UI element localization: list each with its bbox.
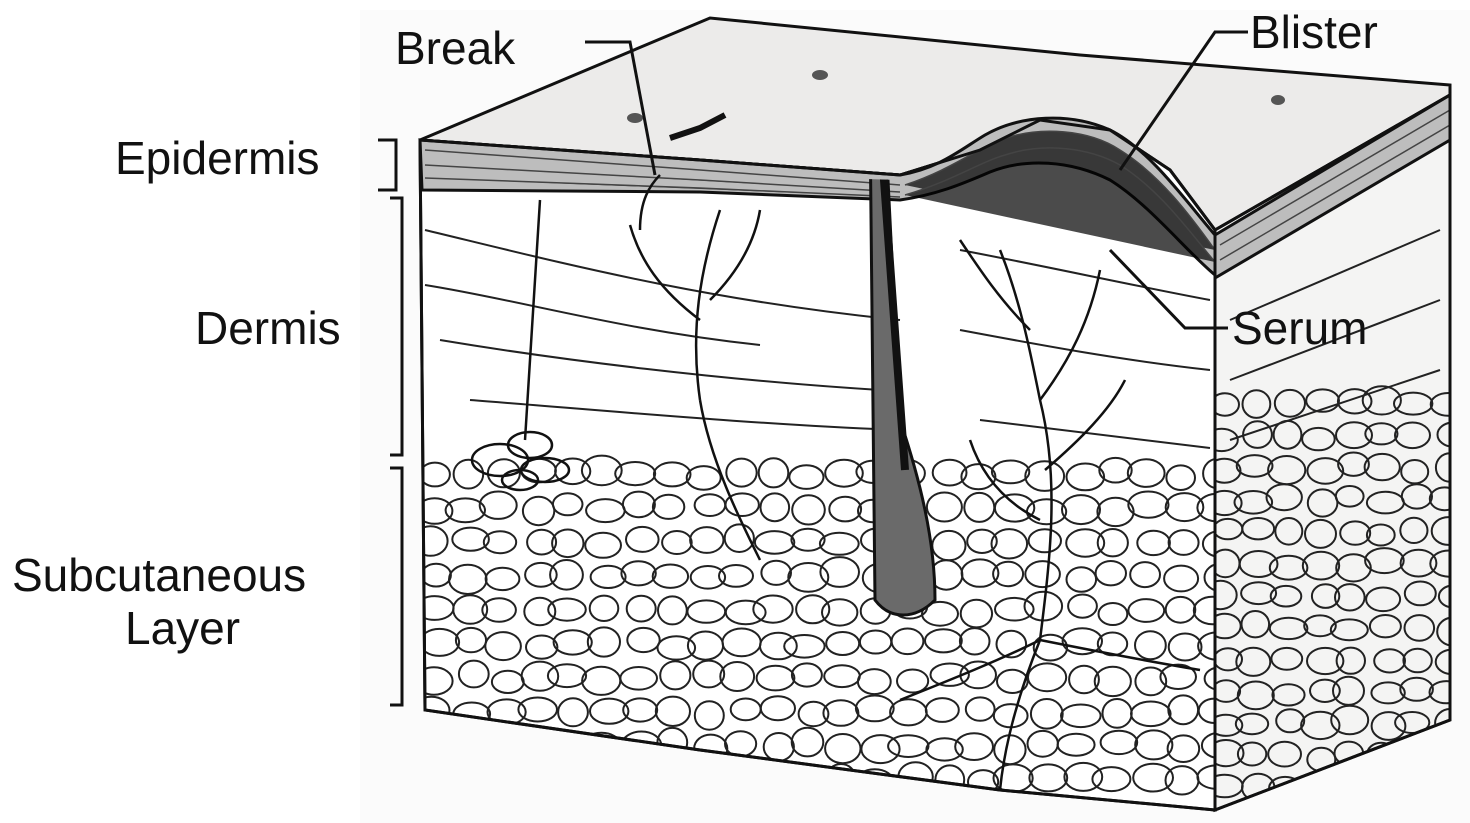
blister-label: Blister <box>1250 7 1378 57</box>
break-label: Break <box>395 23 515 73</box>
dermis-label: Dermis <box>195 303 341 353</box>
subcutaneous-label-line2: Layer <box>125 603 240 653</box>
subcutaneous-label-line1: Subcutaneous <box>12 550 306 600</box>
epidermis-label: Epidermis <box>115 133 320 183</box>
serum-label: Serum <box>1232 303 1367 353</box>
